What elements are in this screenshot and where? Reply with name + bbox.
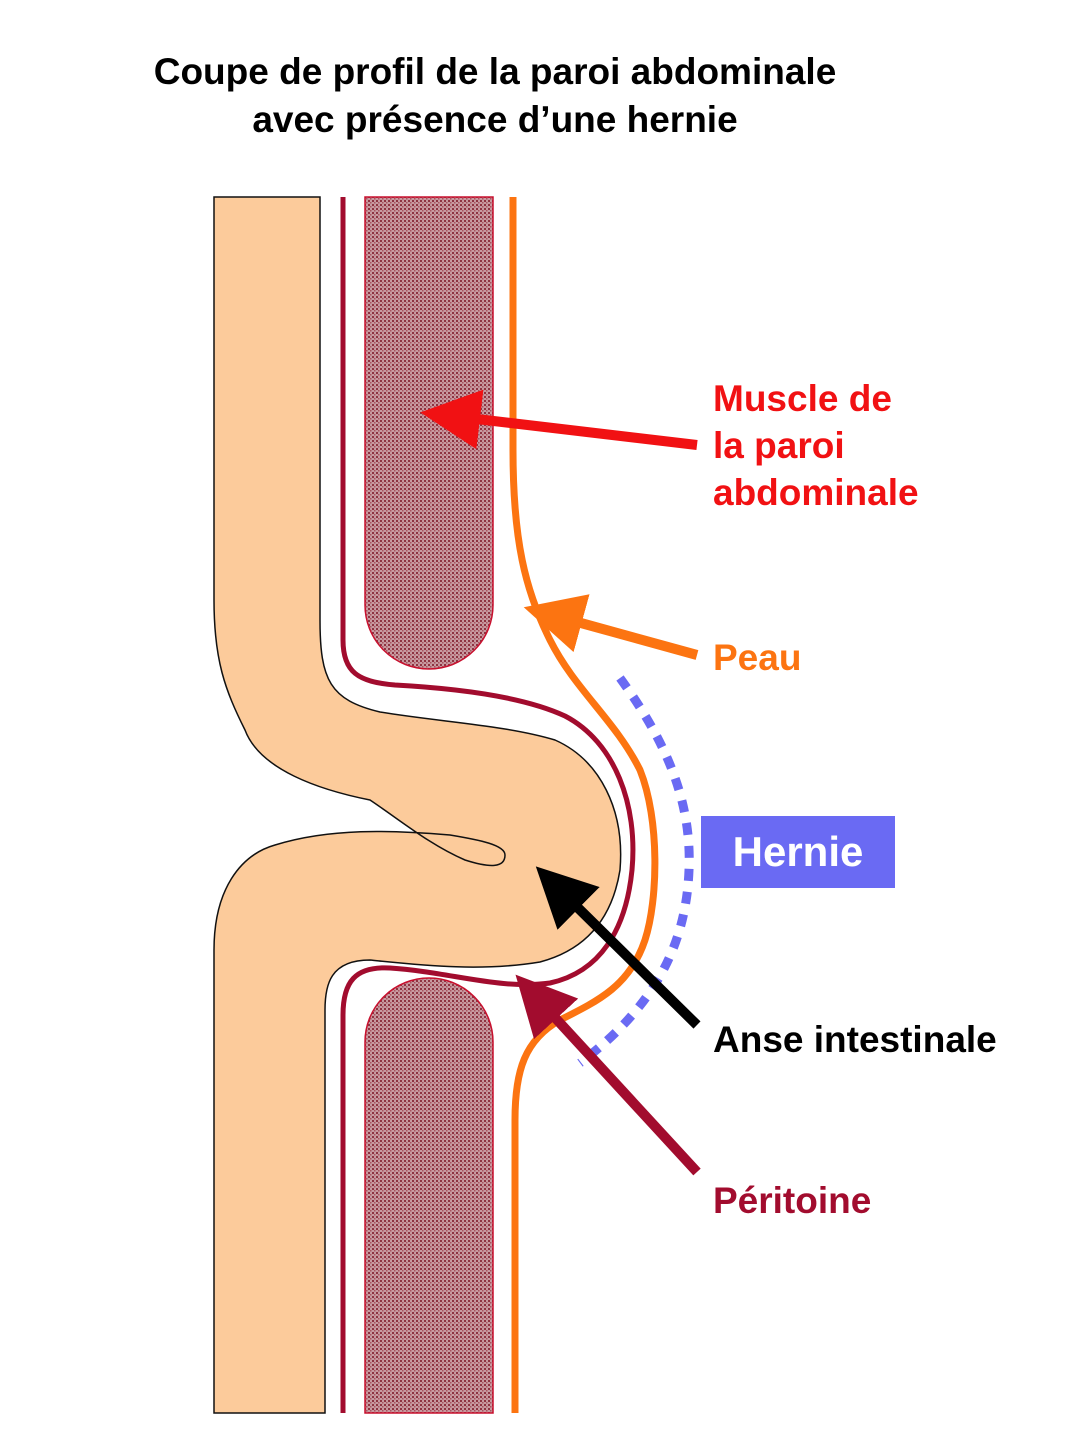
- hernia-outline: [577, 675, 694, 1067]
- peritoine-arrow: [515, 974, 701, 1176]
- muscle-arrow: [420, 389, 698, 450]
- title-line-1: Coupe de profil de la paroi abdominale: [153, 51, 837, 92]
- diagram-title: Coupe de profil de la paroi abdominale a…: [0, 48, 990, 144]
- upper-muscle: [364, 196, 494, 670]
- peau-label: Peau: [713, 637, 802, 678]
- anse-arrow: [535, 866, 701, 1029]
- hernie-label-box: Hernie: [701, 816, 895, 888]
- hernie-label: Hernie: [732, 828, 864, 875]
- muscle-label-line-1: Muscle de: [713, 378, 892, 419]
- peritoine-label: Péritoine: [713, 1180, 872, 1221]
- muscle-label: Muscle de la paroi abdominale: [713, 375, 919, 516]
- peau-arrow: [523, 594, 699, 660]
- peritoneum-line: [340, 197, 636, 1413]
- anse-label: Anse intestinale: [713, 1019, 997, 1060]
- muscle-label-line-2: la paroi: [713, 425, 845, 466]
- muscle-label-line-3: abdominale: [713, 472, 919, 513]
- intestine-shape: [213, 196, 622, 1414]
- title-line-2: avec présence d’une hernie: [252, 99, 738, 140]
- lower-muscle: [364, 977, 494, 1414]
